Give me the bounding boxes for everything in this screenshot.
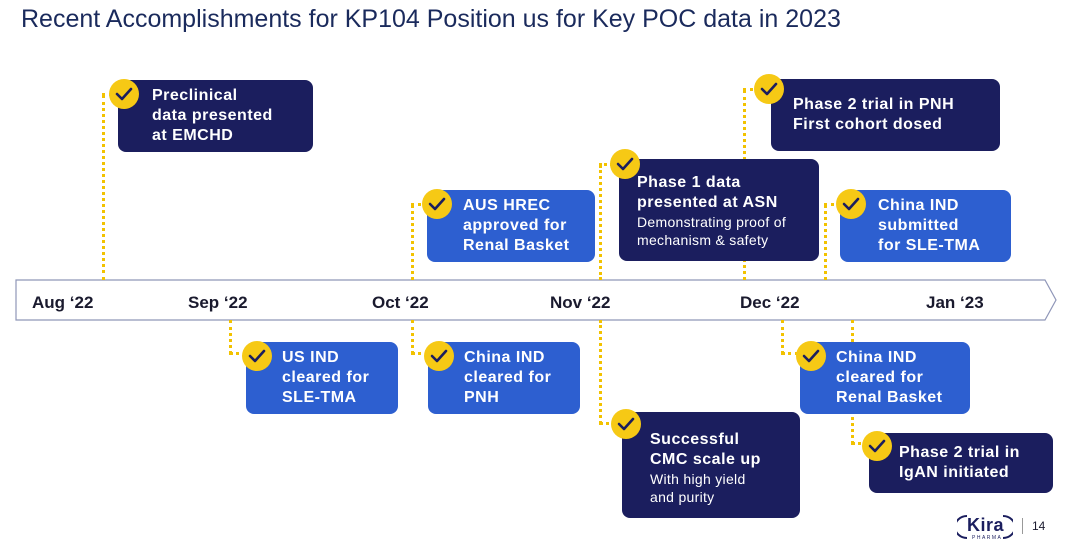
logo-arc-icon — [957, 515, 1013, 539]
milestone-china-ind-pnh: China IND cleared for PNH — [428, 342, 580, 414]
checkmark-icon — [862, 431, 892, 461]
connector-china-ind-renal — [781, 320, 784, 354]
month-label-jan-23: Jan ‘23 — [926, 293, 984, 312]
milestone-line: US IND — [282, 349, 340, 366]
milestone-line: China IND — [836, 349, 917, 366]
month-label-aug-22: Aug ‘22 — [32, 293, 94, 312]
milestone-line: submitted — [878, 217, 959, 234]
milestone-china-ind-renal: China IND cleared for Renal Basket — [800, 342, 970, 414]
checkmark-icon — [610, 149, 640, 179]
connector-china-ind-pnh — [411, 320, 414, 354]
milestone-line: at EMCHD — [152, 127, 234, 144]
milestone-line: First cohort dosed — [793, 116, 943, 133]
connector-china-ind-sle-h — [824, 203, 840, 206]
milestone-line: approved for — [463, 217, 567, 234]
connector-us-ind — [229, 320, 232, 354]
month-label-nov-22: Nov ‘22 — [550, 293, 611, 312]
milestone-phase2-igan: Phase 2 trial in IgAN initiated — [869, 433, 1053, 493]
logo-name: Kira — [967, 515, 1005, 535]
connector-china-ind-pnh-h — [411, 352, 429, 355]
connector-china-ind-sle — [824, 205, 827, 280]
milestone-line: Phase 2 trial in — [899, 444, 1020, 461]
logo-tagline: PHARMA — [972, 535, 1003, 541]
milestone-china-ind-sle: China IND submitted for SLE-TMA — [840, 190, 1011, 262]
checkmark-icon — [109, 79, 139, 109]
slide-title: Recent Accomplishments for KP104 Positio… — [21, 5, 841, 33]
milestone-subline: Demonstrating proof of — [637, 214, 787, 230]
milestone-line: IgAN initiated — [899, 464, 1010, 481]
milestone-line: PNH — [464, 389, 500, 406]
milestone-line: Successful — [650, 431, 740, 448]
milestone-aus-hrec: AUS HREC approved for Renal Basket — [427, 190, 595, 262]
milestone-line: Renal Basket — [463, 237, 570, 254]
milestone-phase2-pnh: Phase 2 trial in PNH First cohort dosed — [771, 79, 1000, 151]
connector-aus-hrec-h — [411, 203, 427, 206]
milestone-line: for SLE-TMA — [878, 237, 981, 254]
milestone-preclinical: Preclinical data presented at EMCHD — [118, 80, 313, 152]
checkmark-icon — [424, 341, 454, 371]
milestone-line: Renal Basket — [836, 389, 943, 406]
milestone-line: AUS HREC — [463, 197, 551, 214]
milestone-phase1: Phase 1 data presented at ASN Demonstrat… — [619, 159, 819, 261]
connector-us-ind-h — [229, 352, 247, 355]
checkmark-icon — [422, 189, 452, 219]
connector-cmc-h — [599, 422, 617, 425]
milestone-line: CMC scale up — [650, 451, 761, 468]
milestone-line: presented at ASN — [637, 194, 778, 211]
milestone-us-ind: US IND cleared for SLE-TMA — [246, 342, 398, 414]
milestone-line: Phase 1 data — [637, 174, 741, 191]
milestone-subline: and purity — [650, 489, 715, 505]
milestone-line: cleared for — [282, 369, 370, 386]
checkmark-icon — [754, 74, 784, 104]
milestone-line: cleared for — [836, 369, 924, 386]
connector-phase1 — [599, 165, 602, 280]
checkmark-icon — [242, 341, 272, 371]
connector-china-ind-renal-h — [781, 352, 799, 355]
month-label-oct-22: Oct ‘22 — [372, 293, 429, 312]
milestone-line: China IND — [464, 349, 545, 366]
connector-phase1-h — [599, 163, 619, 166]
milestone-line: cleared for — [464, 369, 552, 386]
connector-cmc — [599, 320, 602, 424]
milestone-line: China IND — [878, 197, 959, 214]
milestone-line: SLE-TMA — [282, 389, 357, 406]
milestone-line: Phase 2 trial in PNH — [793, 96, 955, 113]
month-label-dec-22: Dec ‘22 — [740, 293, 800, 312]
milestone-line: data presented — [152, 107, 273, 124]
month-label-sep-22: Sep ‘22 — [188, 293, 248, 312]
footer-divider — [1022, 518, 1023, 534]
milestone-subline: mechanism & safety — [637, 232, 769, 248]
milestone-subline: With high yield — [650, 471, 746, 487]
checkmark-icon — [836, 189, 866, 219]
connector-aus-hrec — [411, 205, 414, 280]
checkmark-icon — [796, 341, 826, 371]
milestone-cmc: Successful CMC scale up With high yield … — [622, 412, 800, 518]
connector-preclinical — [102, 95, 105, 280]
connector-phase2-igan-h — [851, 442, 869, 445]
kira-pharma-logo: Kira PHARMA — [957, 514, 1013, 541]
milestone-line: Preclinical — [152, 87, 238, 104]
checkmark-icon — [611, 409, 641, 439]
page-number: 14 — [1032, 519, 1046, 533]
